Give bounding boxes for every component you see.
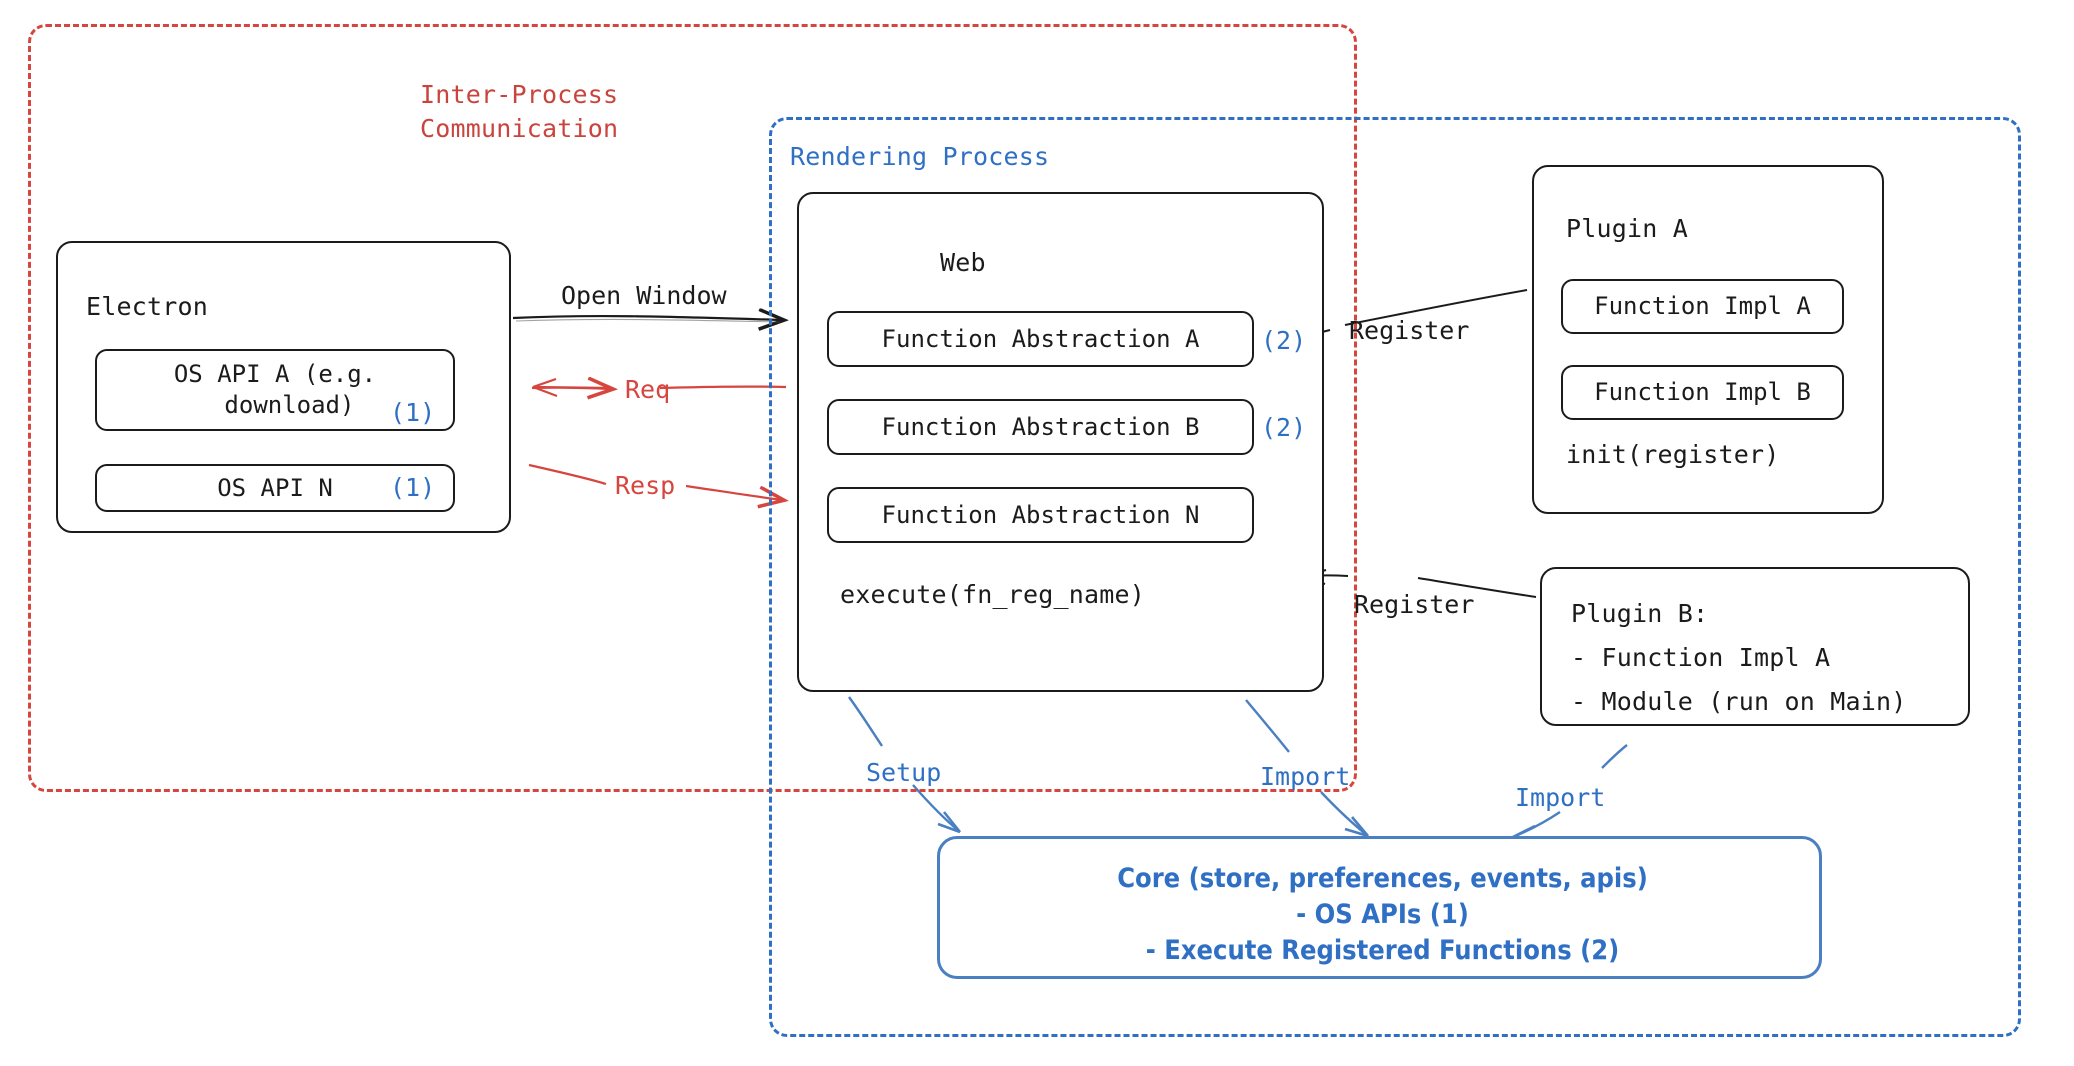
node-core[interactable]: Core (store, preferences, events, apis) … [937, 836, 1822, 979]
node-plugin-a-init-footer: init(register) [1566, 440, 1780, 469]
annotation-os-api-n: (1) [390, 473, 436, 502]
annotation-function-abstraction-a: (2) [1261, 326, 1307, 355]
edge-label-register-plugin-a: Register [1349, 316, 1470, 345]
edge-label-import-web: Import [1260, 762, 1351, 791]
node-web-title: Web [940, 248, 986, 277]
node-os-api-n[interactable]: OS API N [95, 464, 455, 512]
group-title-ipc: Inter-Process Communication [420, 80, 619, 143]
node-web-execute-footer: execute(fn_reg_name) [840, 580, 1146, 609]
edge-label-resp: Resp [615, 471, 676, 500]
group-inter-process-communication [28, 24, 1357, 792]
node-plugin-b-text: Plugin B: - Function Impl A - Module (ru… [1571, 599, 1907, 716]
node-plugin-a[interactable] [1532, 165, 1884, 514]
node-function-abstraction-a[interactable]: Function Abstraction A [827, 311, 1254, 367]
edge-label-req: Req [625, 375, 671, 404]
annotation-os-api-a: (1) [390, 398, 436, 427]
edge-label-open-window: Open Window [561, 281, 727, 310]
group-rendering-process [769, 117, 2021, 1037]
node-function-abstraction-b[interactable]: Function Abstraction B [827, 399, 1254, 455]
edge-label-register-plugin-b: Register [1354, 590, 1475, 619]
node-function-impl-b[interactable]: Function Impl B [1561, 365, 1844, 420]
node-plugin-b[interactable] [1540, 567, 1970, 726]
node-function-impl-a[interactable]: Function Impl A [1561, 279, 1844, 334]
group-title-rendering-process: Rendering Process [790, 142, 1050, 171]
node-os-api-a[interactable]: OS API A (e.g. download) [95, 349, 455, 431]
edge-label-import-plugin-b: Import [1515, 783, 1606, 812]
node-electron-title: Electron [86, 292, 209, 321]
node-core-text: Core (store, preferences, events, apis) … [1117, 863, 1648, 966]
node-plugin-a-title: Plugin A [1566, 214, 1689, 243]
annotation-function-abstraction-b: (2) [1261, 413, 1307, 442]
node-function-abstraction-n[interactable]: Function Abstraction N [827, 487, 1254, 543]
edge-label-setup: Setup [866, 758, 942, 787]
